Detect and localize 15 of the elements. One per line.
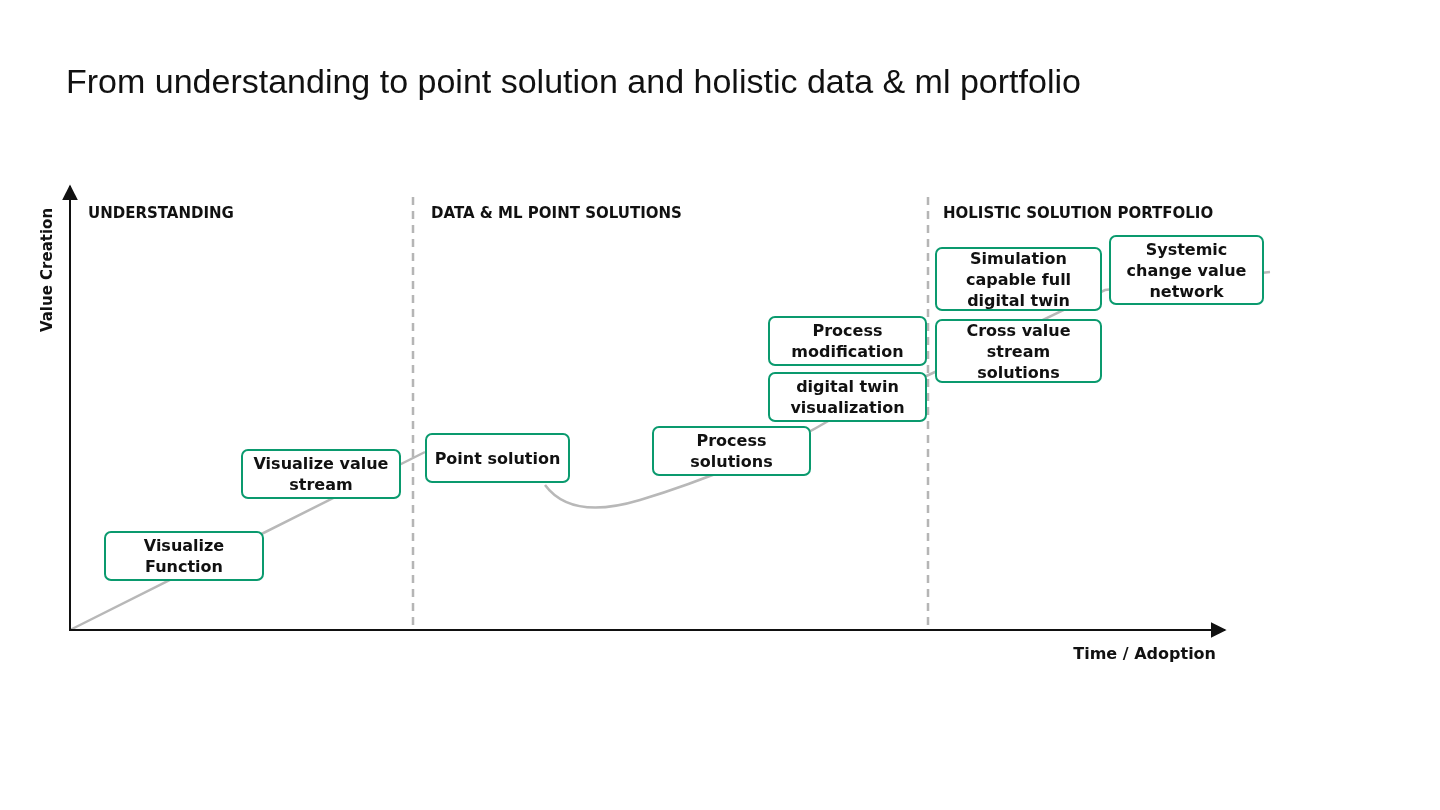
section-heading: DATA & ML POINT SOLUTIONS — [431, 204, 682, 222]
section-heading: HOLISTIC SOLUTION PORTFOLIO — [943, 204, 1214, 222]
section-heading: UNDERSTANDING — [88, 204, 234, 222]
stage-box: Visualize Function — [104, 531, 264, 581]
stage-box: Visualize value stream — [241, 449, 401, 499]
stage-box: Systemic change value network — [1109, 235, 1264, 305]
stage-box: Process solutions — [652, 426, 811, 476]
stage-box: digital twin visualization — [768, 372, 927, 422]
stage-box: Process modification — [768, 316, 927, 366]
title: From understanding to point solution and holistic data & ml portfolio — [66, 62, 1081, 101]
stage-box: Simulation capable full digital twin — [935, 247, 1102, 311]
stage-box: Cross value stream solutions — [935, 319, 1102, 383]
stage-box: Point solution — [425, 433, 570, 483]
axis-label: Value Creation — [38, 207, 56, 333]
axis-label: Time / Adoption — [1073, 644, 1216, 663]
